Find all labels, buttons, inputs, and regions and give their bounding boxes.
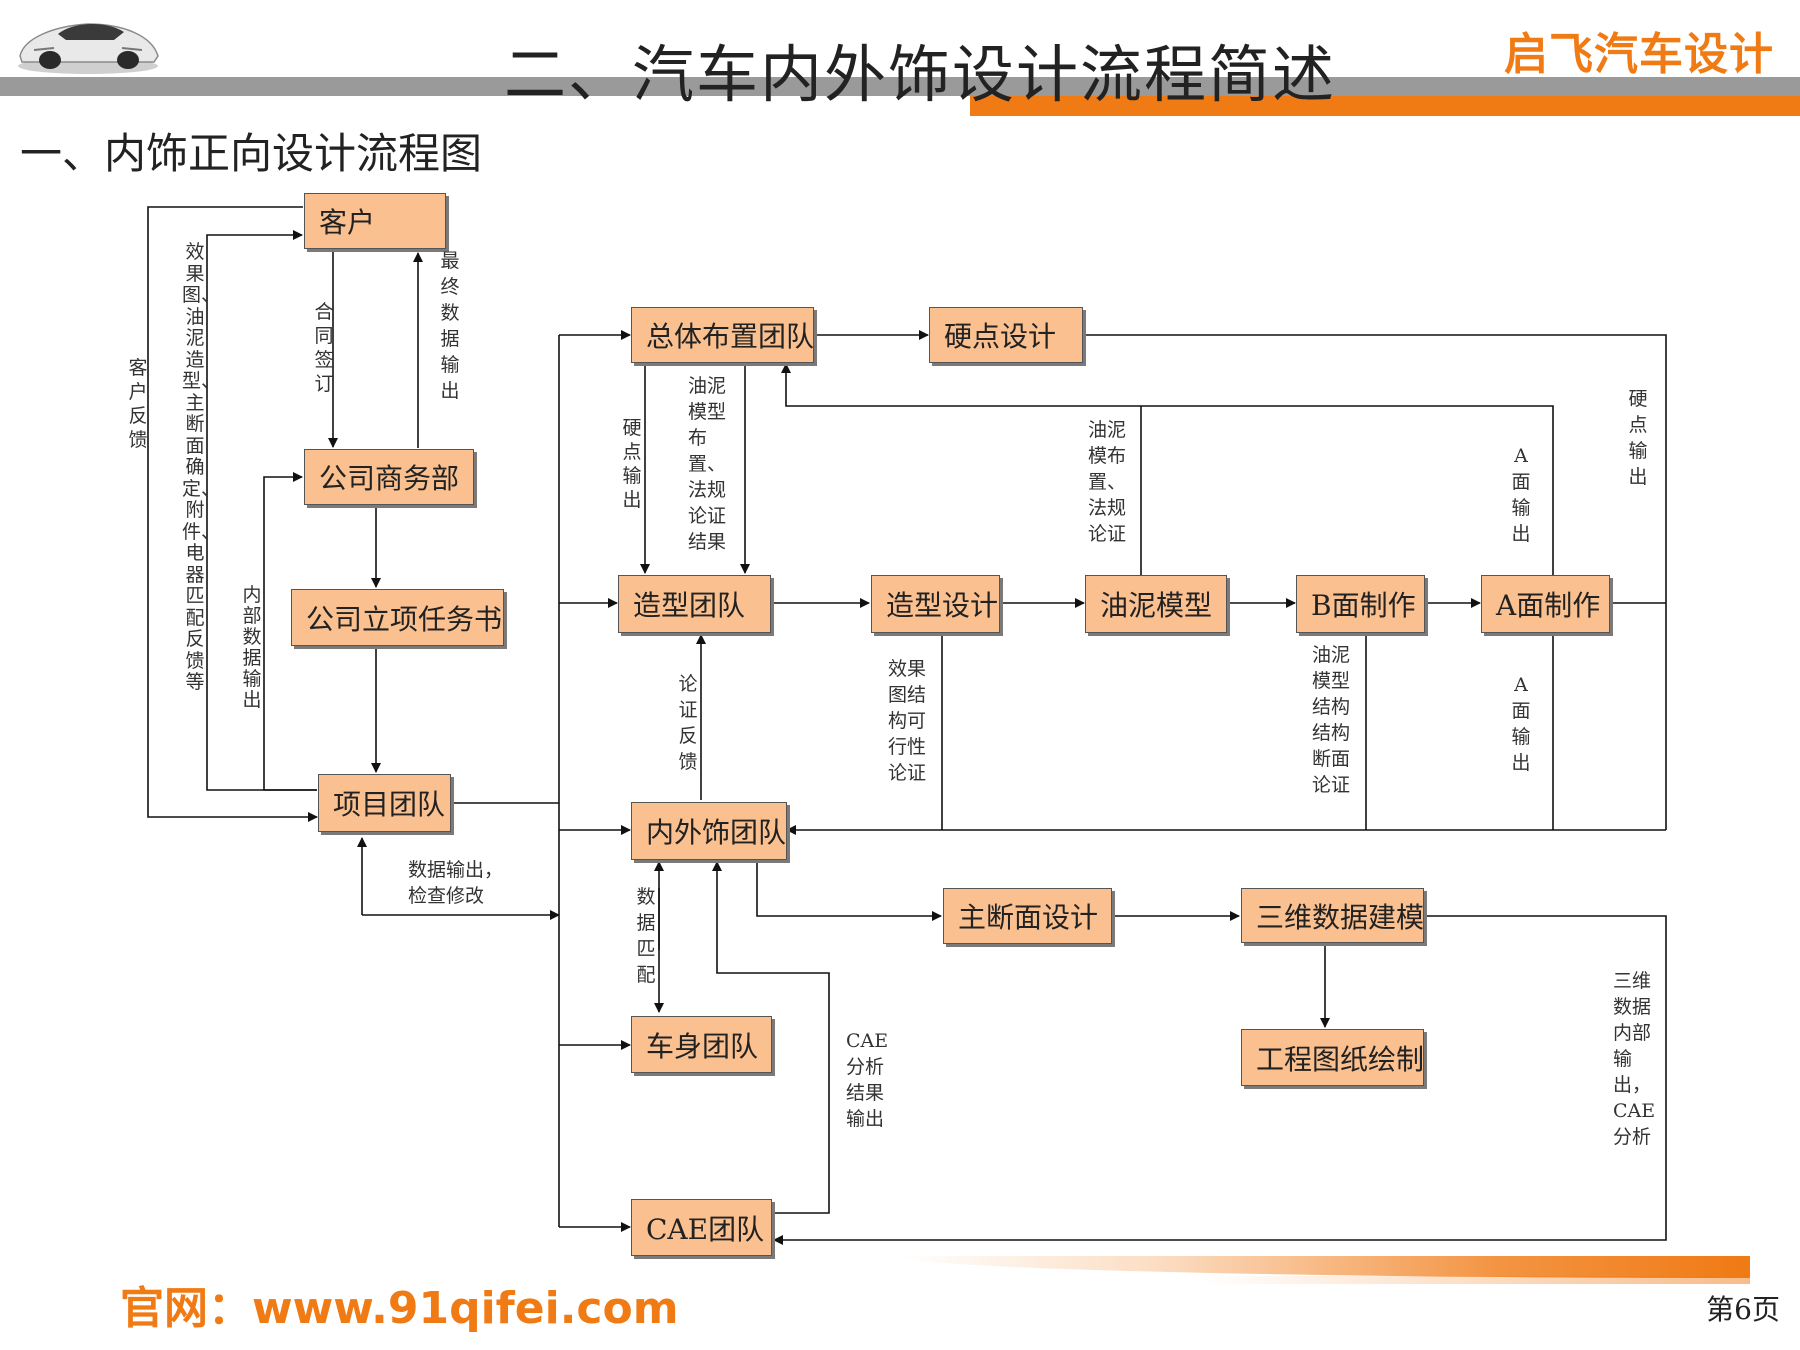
node-b-surface: B面制作 (1296, 575, 1425, 633)
node-trim-team: 内外饰团队 (631, 802, 787, 860)
node-clay-model: 油泥模型 (1085, 575, 1227, 633)
node-engineering-drawing: 工程图纸绘制 (1241, 1029, 1424, 1086)
node-section-design: 主断面设计 (943, 888, 1112, 944)
node-cae-team: CAE团队 (631, 1199, 772, 1256)
node-business-dept: 公司商务部 (304, 449, 474, 505)
node-body-team: 车身团队 (631, 1016, 772, 1073)
label-customer-feedback: 客户反馈 (128, 357, 148, 451)
footer-website[interactable]: 官网：www.91qifei.com (120, 1283, 679, 1334)
label-hardpoint-output-left: 硬点输出 (622, 417, 642, 511)
label-data-match: 数据匹配 (636, 886, 656, 986)
node-3d-modeling: 三维数据建模 (1241, 888, 1424, 943)
label-effects-feedback: 效果图、油泥造型、主断面确定、附件、电器匹配反馈等 (182, 241, 221, 693)
label-hardpoint-output-right: 硬点输出 (1628, 388, 1648, 488)
label-clay-structure: 油泥模型结构结构断面论证 (1312, 644, 1351, 796)
node-hardpoint-design: 硬点设计 (929, 307, 1083, 363)
node-styling-design: 造型设计 (871, 575, 1000, 633)
node-layout-team: 总体布置团队 (631, 307, 814, 363)
label-clay-layout-mid: 油泥模布置、法规论证 (1088, 419, 1127, 545)
brand-name: 启飞汽车设计 (1504, 29, 1774, 80)
label-a-output-top: A面输出 (1511, 445, 1531, 545)
label-effect-feasibility: 效果图结构可行性论证 (888, 658, 927, 784)
header-orange-bar (970, 96, 1800, 116)
footer-swoosh-line (1200, 1276, 1750, 1284)
label-argument-feedback: 论证反馈 (678, 673, 698, 773)
sports-car-logo-icon (18, 23, 159, 74)
node-project-team: 项目团队 (318, 774, 451, 832)
section-subtitle: 一、内饰正向设计流程图 (20, 129, 483, 178)
node-styling-team: 造型团队 (618, 575, 771, 633)
node-a-surface: A面制作 (1481, 575, 1610, 633)
header-gray-bar (0, 77, 1800, 96)
label-cae-output: CAE分析结果输出 (846, 1030, 889, 1130)
page-title: 二、汽车内外饰设计流程简述 (503, 38, 1336, 111)
label-contract: 合同签订 (314, 301, 334, 395)
label-clay-layout-result: 油泥模型布置、法规论证结果 (688, 375, 727, 553)
node-project-task: 公司立项任务书 (291, 589, 504, 646)
label-a-output-bottom: A面输出 (1511, 674, 1531, 774)
label-internal-output: 内部数据输出 (242, 584, 262, 711)
label-final-output: 最终数据输出 (440, 250, 460, 402)
node-customer: 客户 (304, 193, 446, 249)
page-number: 第6页 (1706, 1293, 1780, 1326)
label-data-check: 数据输出，检查修改 (408, 859, 504, 907)
label-3d-internal-output: 三维数据内部输出，CAE分析 (1613, 970, 1656, 1148)
